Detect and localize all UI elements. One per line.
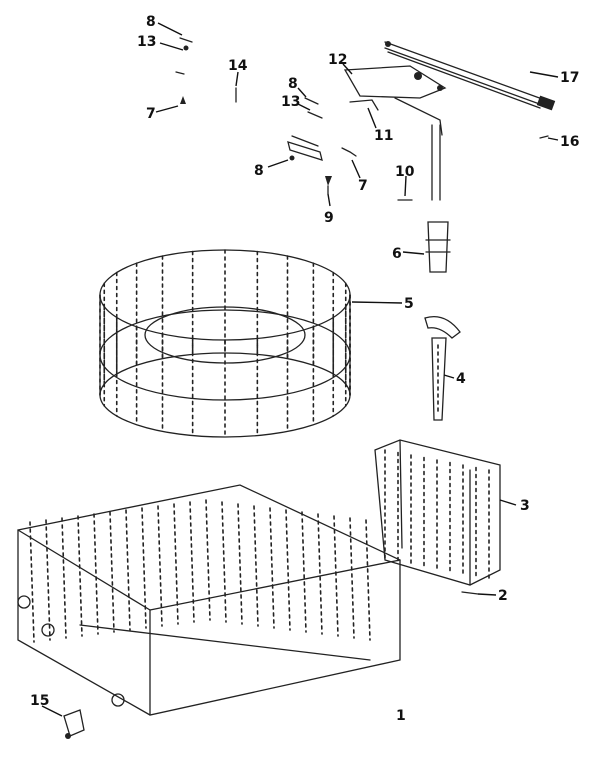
callout-8: 8 [288, 76, 298, 92]
callout-8: 8 [146, 14, 156, 30]
part-15-roller [63, 709, 85, 739]
callout-8: 8 [254, 163, 264, 179]
wire-bar [285, 509, 291, 631]
wire-bar [221, 501, 227, 623]
callout-16: 16 [560, 134, 579, 150]
hardware-left-group [175, 37, 237, 104]
hardware-middle-group [287, 97, 357, 195]
part-4-spray-tower [424, 315, 461, 421]
wire-bar [365, 519, 371, 641]
callout-15: 15 [30, 693, 49, 709]
callout-17: 17 [560, 70, 579, 86]
wire-bar [125, 509, 131, 631]
callout-labels: 8 13 7 14 8 13 12 11 17 16 8 7 9 10 6 5 … [30, 14, 579, 724]
wire-bar [141, 507, 147, 629]
callout-12: 12 [328, 52, 347, 68]
leader-lines [41, 22, 559, 717]
part-5-round-basket [99, 249, 351, 438]
callout-4: 4 [456, 371, 466, 387]
callout-5: 5 [404, 296, 414, 312]
wire-bar [237, 503, 243, 625]
callout-11: 11 [374, 128, 393, 144]
wire-bar [269, 507, 275, 629]
wire-bar [253, 505, 259, 627]
part-2-clip [461, 591, 479, 595]
part-3-cutlery-basket [374, 439, 501, 586]
wire-bar [317, 513, 323, 635]
wire-bar [77, 515, 83, 637]
wire-bar [61, 517, 67, 639]
callout-7: 7 [146, 106, 156, 122]
part-16-clip [539, 135, 549, 139]
wire-bar [45, 519, 51, 641]
part-10-supply-pipe [397, 124, 441, 201]
wire-bar [157, 505, 163, 627]
wire-bar [29, 521, 35, 643]
callout-1: 1 [396, 708, 406, 724]
wire-bar [173, 503, 179, 625]
wire-bar [301, 511, 307, 633]
part-1-lower-rack [17, 484, 401, 716]
callout-6: 6 [392, 246, 402, 262]
callout-10: 10 [395, 164, 415, 180]
callout-9: 9 [324, 210, 334, 226]
callout-13: 13 [137, 34, 156, 50]
wire-bar [109, 511, 115, 633]
callout-3: 3 [520, 498, 530, 514]
part-6-coupler [425, 221, 451, 273]
part-17-spray-tube [384, 41, 556, 111]
wire-bar [93, 513, 99, 635]
wire-bar [333, 515, 339, 637]
wire-bar [205, 499, 211, 621]
callout-13: 13 [281, 94, 300, 110]
wire-bar [349, 517, 355, 639]
callout-2: 2 [498, 588, 508, 604]
wire-bar [189, 501, 195, 623]
callout-14: 14 [228, 58, 248, 74]
callout-7: 7 [358, 178, 368, 194]
part-12-bracket [343, 65, 447, 136]
